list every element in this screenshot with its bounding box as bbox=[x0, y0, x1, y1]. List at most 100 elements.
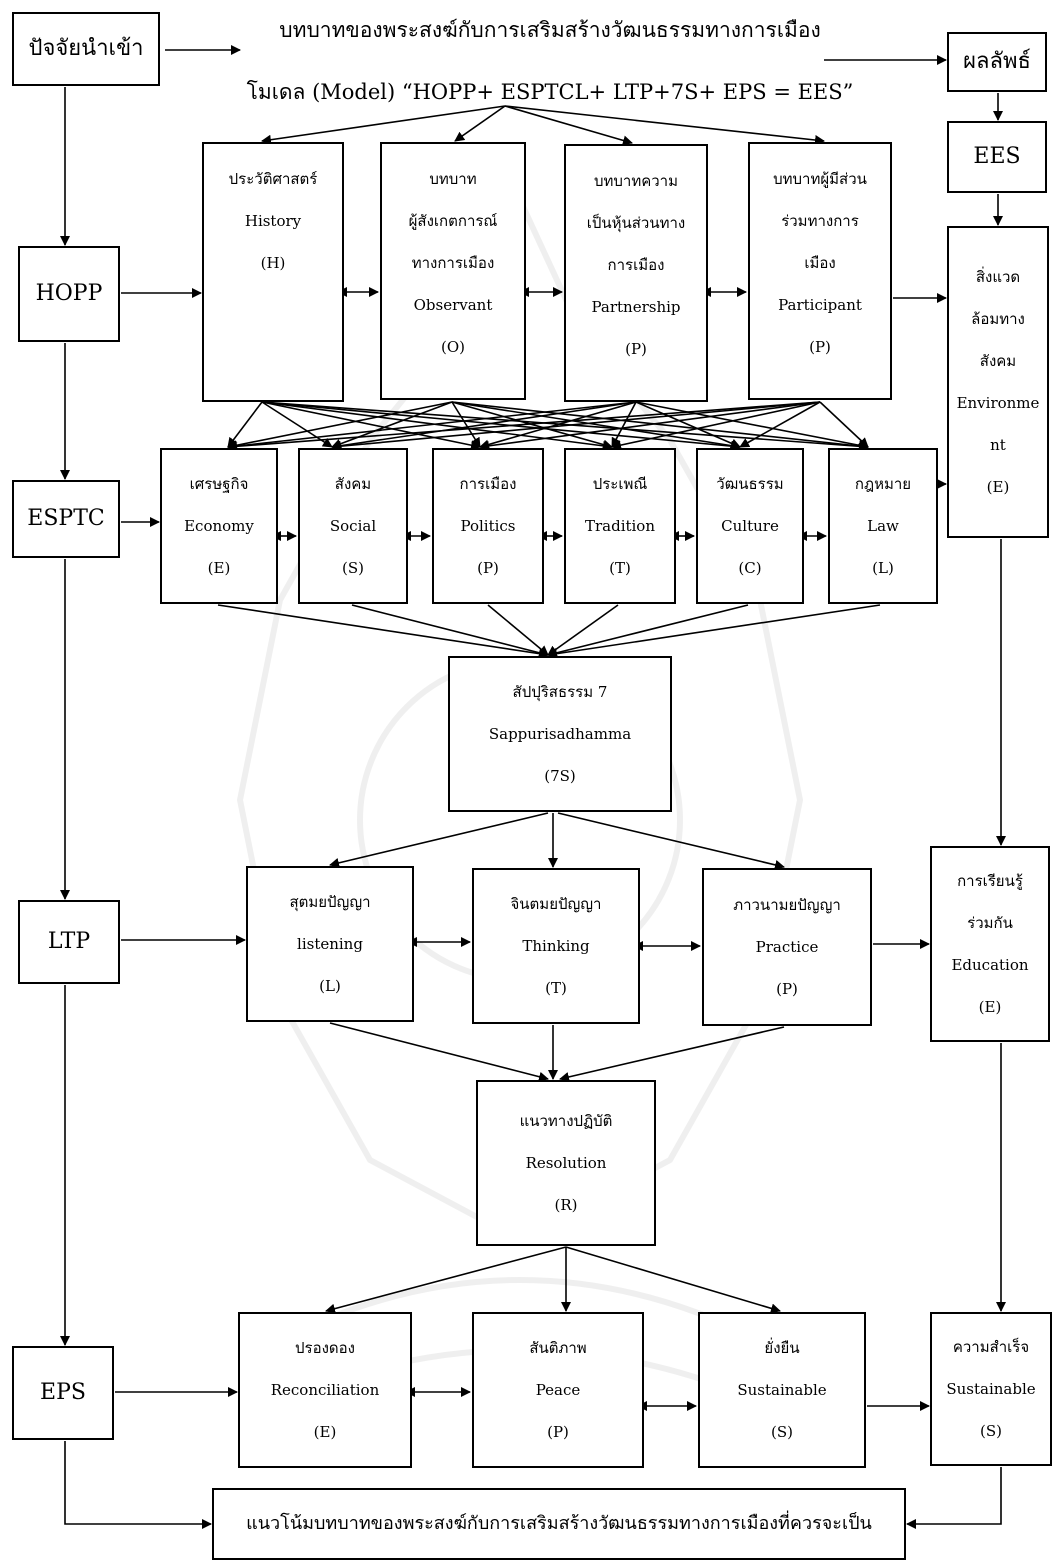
observant-line: Observant bbox=[413, 296, 493, 314]
arrow-hopp-to-esptc-box bbox=[611, 401, 821, 450]
observant-line: ทางการเมือง bbox=[411, 254, 495, 272]
arrow-listening-to-resolution bbox=[329, 1022, 549, 1082]
tradition-box: ประเพณี Tradition (T) bbox=[564, 448, 676, 604]
peace-line: สันติภาพ bbox=[529, 1339, 587, 1357]
education-box: การเรียนรู้ ร่วมกัน Education (E) bbox=[930, 846, 1050, 1042]
environment-box: สิ่งแวด ล้อมทาง สังคม Environme nt (E) bbox=[947, 226, 1049, 538]
success-line: Sustainable bbox=[946, 1380, 1036, 1398]
social-line: (S) bbox=[342, 559, 364, 577]
arrow-hopp-to-esptc-box bbox=[451, 401, 869, 452]
arrow-7s-to-practice bbox=[557, 812, 785, 870]
environment-line: nt bbox=[990, 436, 1006, 454]
eps-box: EPS bbox=[12, 1346, 114, 1440]
ltp-box: LTP bbox=[18, 900, 120, 984]
environment-line: ล้อมทาง bbox=[971, 310, 1025, 328]
arrow-esptc-to-7s bbox=[487, 604, 549, 656]
culture-line: (C) bbox=[738, 559, 762, 577]
resolution-line: Resolution bbox=[525, 1154, 607, 1172]
history-line: ประวัติศาสตร์ bbox=[228, 170, 318, 188]
social-line: Social bbox=[329, 517, 377, 535]
arrow-success-to-trend bbox=[906, 1467, 1002, 1529]
economy-line: (E) bbox=[207, 559, 231, 577]
social-box: สังคม Social (S) bbox=[298, 448, 408, 604]
arrow-practice-to-resolution bbox=[559, 1026, 785, 1082]
success-line: ความสำเร็จ bbox=[952, 1338, 1030, 1356]
reconciliation-line: (E) bbox=[313, 1423, 337, 1441]
output-label: ผลลัพธ์ bbox=[963, 48, 1031, 74]
arrow-title-to-history bbox=[261, 105, 506, 145]
arrow-resolution-to-reconciliation bbox=[325, 1246, 567, 1314]
resolution-line: (R) bbox=[554, 1196, 578, 1214]
politics-line: Politics bbox=[460, 517, 516, 535]
environment-line: สิ่งแวด bbox=[975, 268, 1021, 286]
arrow-title-to-observant bbox=[454, 105, 506, 142]
arrow-hopp-to-esptc-box bbox=[227, 401, 263, 448]
law-line: Law bbox=[867, 517, 899, 535]
observant-line: (O) bbox=[440, 338, 465, 356]
economy-box: เศรษฐกิจ Economy (E) bbox=[160, 448, 278, 604]
participant-line: ร่วมทางการ bbox=[781, 212, 859, 230]
peace-line: (P) bbox=[547, 1423, 569, 1441]
resolution-line: แนวทางปฏิบัติ bbox=[519, 1112, 613, 1130]
arrow-esptc-to-7s bbox=[217, 604, 549, 659]
esptc-label: ESPTC bbox=[27, 505, 105, 531]
sappurisadhamma-line: Sappurisadhamma bbox=[488, 725, 632, 743]
arrow-hopp-to-esptc-box bbox=[227, 401, 453, 451]
thinking-line: จินตมยปัญญา bbox=[510, 895, 602, 913]
thinking-line: (T) bbox=[545, 979, 567, 997]
observant-box: บทบาท ผู้สังเกตการณ์ ทางการเมือง Observa… bbox=[380, 142, 526, 400]
trend-box: แนวโน้มบทบาทของพระสงฆ์กับการเสริมสร้างวั… bbox=[212, 1488, 906, 1560]
sustainable-line: Sustainable bbox=[737, 1381, 827, 1399]
diagram-title-line2: โมเดล (Model) “HOPP+ ESPTCL+ LTP+7S+ EPS… bbox=[246, 80, 854, 104]
hopp-label: HOPP bbox=[35, 280, 103, 306]
arrow-hopp-to-esptc-box bbox=[451, 401, 481, 448]
arrow-esptc-to-7s bbox=[547, 604, 881, 659]
education-line: (E) bbox=[978, 998, 1002, 1016]
participant-box: บทบาทผู้มีส่วน ร่วมทางการ เมือง Particip… bbox=[748, 142, 892, 400]
politics-line: การเมือง bbox=[459, 475, 517, 493]
environment-line: สังคม bbox=[979, 352, 1017, 370]
thinking-box: จินตมยปัญญา Thinking (T) bbox=[472, 868, 640, 1024]
social-line: สังคม bbox=[334, 475, 372, 493]
arrow-hopp-to-esptc-box bbox=[739, 401, 821, 448]
listening-line: listening bbox=[297, 935, 363, 953]
partnership-line: (P) bbox=[625, 340, 647, 358]
culture-line: วัฒนธรรม bbox=[716, 475, 784, 493]
arrow-title-to-participant bbox=[504, 105, 825, 145]
listening-line: (L) bbox=[319, 977, 341, 995]
history-line: History bbox=[244, 212, 302, 230]
arrow-hopp-to-esptc-box bbox=[635, 401, 869, 451]
tradition-line: ประเพณี bbox=[592, 475, 648, 493]
arrow-esptc-to-7s bbox=[547, 604, 619, 656]
partnership-line: การเมือง bbox=[607, 256, 665, 274]
law-line: (L) bbox=[872, 559, 894, 577]
arrow-hopp-to-esptc-box bbox=[479, 401, 821, 451]
success-line: (S) bbox=[980, 1422, 1002, 1440]
esptc-box: ESPTC bbox=[12, 480, 120, 558]
arrow-esptc-to-7s bbox=[547, 604, 749, 658]
input-label: ปัจจัยนำเข้า bbox=[28, 35, 144, 61]
environment-line: (E) bbox=[986, 478, 1010, 496]
peace-line: Peace bbox=[535, 1381, 581, 1399]
listening-box: สุตมยปัญญา listening (L) bbox=[246, 866, 414, 1022]
arrow-hopp-to-esptc-box bbox=[227, 401, 821, 452]
history-line: (H) bbox=[260, 254, 286, 272]
arrow-hopp-to-esptc-box bbox=[451, 401, 741, 451]
participant-line: (P) bbox=[809, 338, 831, 356]
sustainable-line: (S) bbox=[771, 1423, 793, 1441]
diagram-title-line1: บทบาทของพระสงฆ์กับการเสริมสร้างวัฒนธรรมท… bbox=[279, 18, 821, 42]
arrow-hopp-to-esptc-box bbox=[819, 401, 869, 448]
listening-line: สุตมยปัญญา bbox=[289, 893, 371, 911]
culture-line: Culture bbox=[721, 517, 779, 535]
culture-box: วัฒนธรรม Culture (C) bbox=[696, 448, 804, 604]
politics-box: การเมือง Politics (P) bbox=[432, 448, 544, 604]
sappurisadhamma-line: สัปปุริสธรรม 7 bbox=[512, 683, 608, 701]
law-line: กฎหมาย bbox=[854, 475, 912, 493]
sustainable-line: ยั่งยืน bbox=[764, 1339, 800, 1357]
law-box: กฎหมาย Law (L) bbox=[828, 448, 938, 604]
politics-line: (P) bbox=[477, 559, 499, 577]
reconciliation-line: Reconciliation bbox=[270, 1381, 380, 1399]
participant-line: Participant bbox=[778, 296, 862, 314]
partnership-line: เป็นหุ้นส่วนทาง bbox=[586, 214, 686, 232]
